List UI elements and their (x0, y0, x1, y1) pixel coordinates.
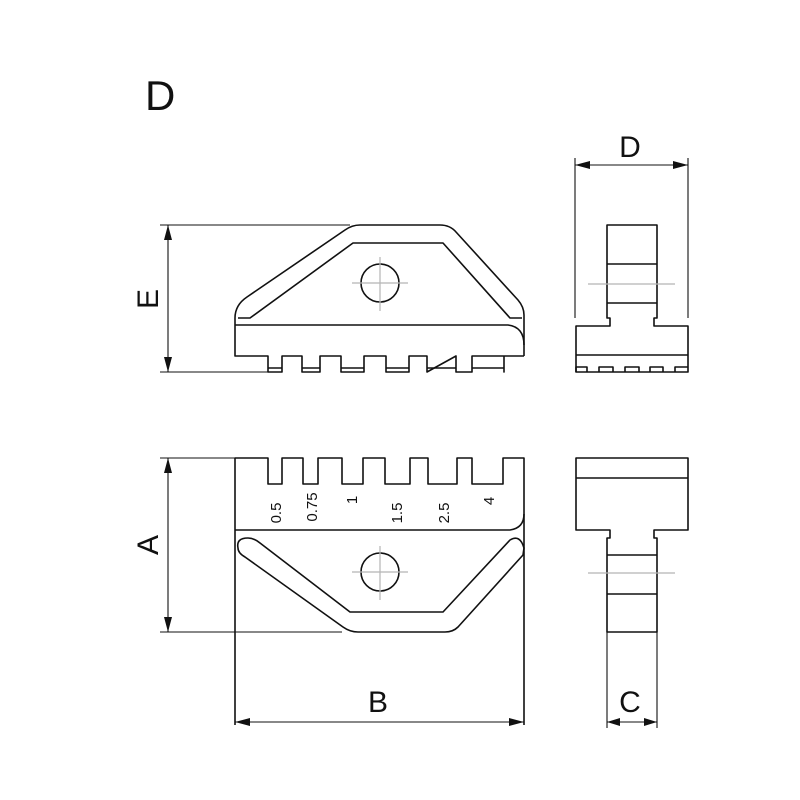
dimension-a-label: A (132, 535, 165, 555)
die-front-view: 0.5 0.75 1 1.5 2.5 4 (234, 457, 525, 725)
die-top-view (234, 224, 525, 373)
dimension-e: E (132, 224, 350, 373)
dimension-b: B (235, 686, 524, 726)
drawing-title: D (145, 72, 175, 119)
size-label: 4 (481, 497, 498, 505)
die-side-view-bottom: C (575, 457, 689, 728)
size-label: 0.75 (304, 492, 321, 521)
centerline (352, 257, 408, 311)
dimension-e-label: E (132, 289, 165, 309)
dimension-c-label: C (619, 686, 641, 719)
centerline (352, 546, 408, 600)
size-label: 2.5 (436, 503, 453, 524)
dimension-b-label: B (368, 686, 388, 719)
size-label: 1 (344, 496, 361, 504)
die-side-view-top: D (574, 131, 689, 373)
size-label: 1.5 (389, 503, 406, 524)
dimension-a: A (132, 457, 342, 633)
dimension-d-label: D (619, 131, 641, 164)
size-label: 0.5 (268, 503, 285, 524)
